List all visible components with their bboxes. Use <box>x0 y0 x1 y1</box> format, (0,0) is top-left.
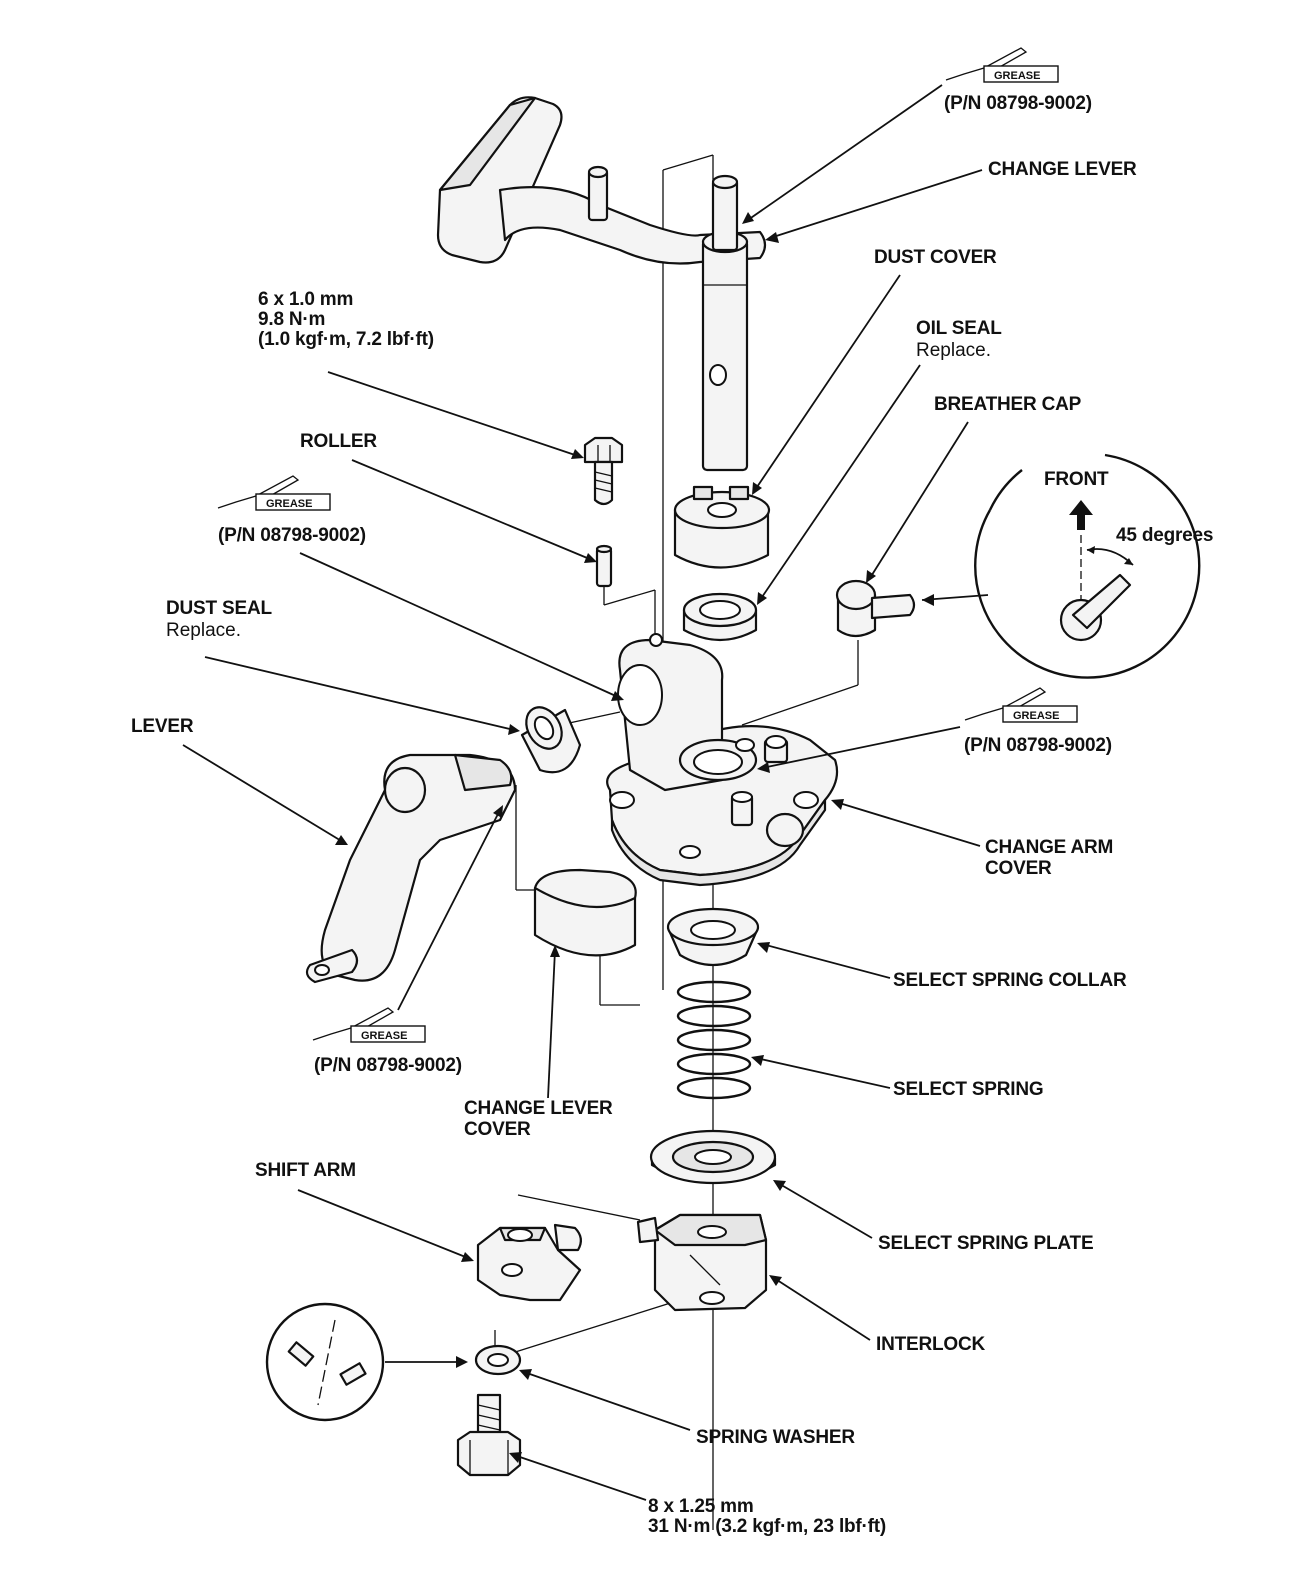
grease-icon-text: GREASE <box>361 1030 407 1042</box>
label-change-lever-cover-2: COVER <box>464 1119 531 1140</box>
select-spring-part <box>676 980 752 1100</box>
grease-tube-icon: GREASE <box>312 1007 426 1043</box>
label-lever: LEVER <box>131 716 194 737</box>
label-bolt-bottom-size: 8 x 1.25 mm <box>648 1496 754 1517</box>
oil-seal-part <box>682 592 758 641</box>
label-bolt-top-torque: 9.8 N·m <box>258 309 325 330</box>
change-arm-cover-part <box>606 633 839 887</box>
label-oil-seal-note: Replace. <box>916 340 991 361</box>
label-change-arm-cover-1: CHANGE ARM <box>985 837 1113 858</box>
grease-tube-icon: GREASE <box>217 475 331 511</box>
bolt-8mm-part <box>456 1393 522 1477</box>
label-spring-washer: SPRING WASHER <box>696 1427 855 1448</box>
leader-lines <box>182 84 983 1501</box>
grease-icon-text: GREASE <box>994 70 1040 82</box>
dust-seal-part <box>520 706 582 774</box>
grease-tube-icon: GREASE <box>945 47 1059 83</box>
label-change-lever-cover-1: CHANGE LEVER <box>464 1098 613 1119</box>
interlock-part <box>636 1213 768 1312</box>
label-select-spring-plate: SELECT SPRING PLATE <box>878 1233 1093 1254</box>
label-bolt-top-torque-alt: (1.0 kgf·m, 7.2 lbf·ft) <box>258 329 434 350</box>
front-orientation-inset <box>921 453 1201 679</box>
label-oil-seal: OIL SEAL <box>916 318 1002 339</box>
label-bolt-bottom-torque: 31 N·m (3.2 kgf·m, 23 lbf·ft) <box>648 1516 886 1537</box>
label-select-spring: SELECT SPRING <box>893 1079 1043 1100</box>
label-roller: ROLLER <box>300 431 377 452</box>
grease-pn-top: (P/N 08798-9002) <box>944 93 1092 114</box>
label-interlock: INTERLOCK <box>876 1334 986 1355</box>
change-lever-part <box>436 96 767 472</box>
label-change-lever: CHANGE LEVER <box>988 159 1137 180</box>
grease-pn-left: (P/N 08798-9002) <box>218 525 366 546</box>
label-dust-cover: DUST COVER <box>874 247 997 268</box>
labels: (P/N 08798-9002) CHANGE LEVER DUST COVER… <box>131 93 1213 1537</box>
label-angle: 45 degrees <box>1116 525 1213 546</box>
label-dust-seal-note: Replace. <box>166 620 241 641</box>
roller-part <box>595 544 613 588</box>
label-change-arm-cover-2: COVER <box>985 858 1052 879</box>
select-spring-collar-part <box>666 907 760 966</box>
breather-cap-part <box>835 579 916 638</box>
select-spring-plate-part <box>649 1129 777 1185</box>
label-shift-arm: SHIFT ARM <box>255 1160 356 1181</box>
spring-washer-part <box>474 1344 522 1376</box>
label-bolt-top-size: 6 x 1.0 mm <box>258 289 353 310</box>
shift-arm-part <box>476 1223 582 1302</box>
grease-tube-icon: GREASE <box>964 687 1078 723</box>
label-select-spring-collar: SELECT SPRING COLLAR <box>893 970 1127 991</box>
grease-pn-bottom: (P/N 08798-9002) <box>314 1055 462 1076</box>
label-front: FRONT <box>1044 469 1109 490</box>
grease-icon-text: GREASE <box>1013 710 1059 722</box>
dust-cover-part <box>673 485 771 569</box>
grease-pn-right: (P/N 08798-9002) <box>964 735 1112 756</box>
label-dust-seal: DUST SEAL <box>166 598 272 619</box>
lever-part <box>305 753 517 984</box>
change-lever-cover-part <box>533 868 637 957</box>
label-breather-cap: BREATHER CAP <box>934 394 1082 415</box>
grease-icon-text: GREASE <box>266 498 312 510</box>
front-arrow-icon <box>1069 500 1093 530</box>
bolt-6mm-part <box>583 436 624 506</box>
spring-washer-inset <box>265 1302 468 1422</box>
